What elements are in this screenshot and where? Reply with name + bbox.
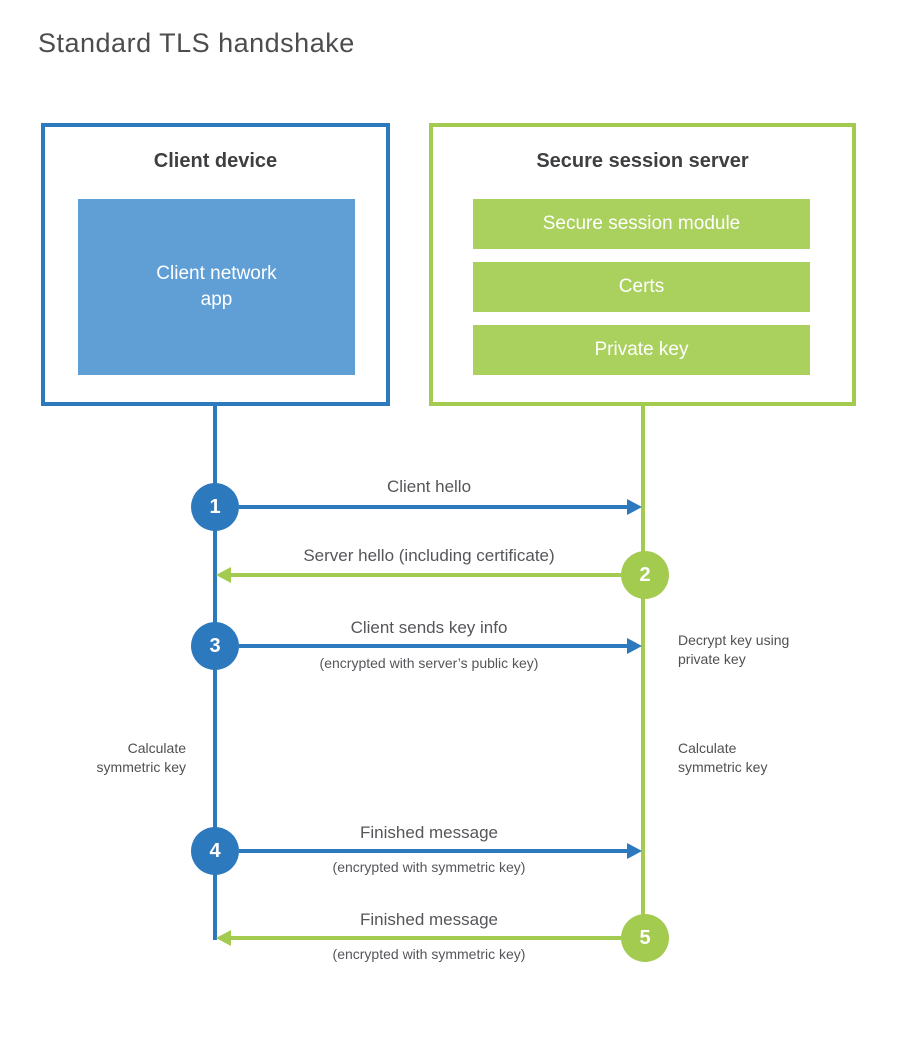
- arrow-line-step-1: [239, 505, 627, 509]
- message-sublabel-encrypted-symmetric-key-4: (encrypted with symmetric key): [332, 859, 526, 875]
- arrow-line-step-2: [231, 573, 621, 577]
- step-number: 4: [209, 839, 221, 862]
- arrow-head-right-icon: [627, 638, 642, 654]
- note-calculate-symmetric-key-client: Calculate symmetric key: [96, 740, 186, 775]
- message-sublabel-encrypted-public-key: (encrypted with server’s public key): [319, 655, 539, 671]
- client-network-app-box: Client network app: [78, 199, 355, 375]
- step-circle-4: 4: [191, 827, 239, 875]
- message-label-server-hello: Server hello (including certificate): [303, 546, 555, 565]
- message-sublabel-encrypted-symmetric-key-5: (encrypted with symmetric key): [332, 946, 526, 962]
- note-decrypt-key: Decrypt key using private key: [678, 632, 790, 667]
- message-label-client-key-info: Client sends key info: [350, 618, 508, 637]
- step-circle-2: 2: [621, 551, 669, 599]
- server-component-label: Certs: [618, 276, 665, 298]
- server-component-secure-session-module: Secure session module: [473, 199, 810, 249]
- message-label-client-hello: Client hello: [386, 477, 472, 496]
- step-number: 1: [209, 495, 221, 518]
- secure-session-server-title: Secure session server: [536, 150, 749, 172]
- server-component-label: Private key: [594, 339, 689, 361]
- step-circle-3: 3: [191, 622, 239, 670]
- message-label-finished-client: Finished message: [360, 823, 498, 842]
- step-number: 3: [209, 634, 221, 657]
- arrow-head-right-icon: [627, 843, 642, 859]
- client-network-app-label: Client network app: [156, 263, 277, 310]
- server-component-label: Secure session module: [542, 213, 741, 235]
- server-component-certs: Certs: [473, 262, 810, 312]
- note-calculate-symmetric-key-server: Calculate symmetric key: [678, 740, 768, 775]
- arrow-head-left-icon: [216, 567, 231, 583]
- arrow-head-left-icon: [216, 930, 231, 946]
- step-circle-1: 1: [191, 483, 239, 531]
- client-device-title: Client device: [153, 150, 278, 172]
- message-label-finished-server: Finished message: [360, 910, 498, 929]
- server-lifeline: [641, 406, 645, 938]
- server-component-private-key: Private key: [473, 325, 810, 375]
- step-number: 2: [639, 563, 651, 586]
- arrow-line-step-5: [231, 936, 621, 940]
- page-title: Standard TLS handshake: [38, 28, 355, 58]
- arrow-line-step-4: [239, 849, 627, 853]
- step-number: 5: [639, 926, 651, 949]
- arrow-line-step-3: [239, 644, 627, 648]
- client-lifeline: [213, 406, 217, 940]
- arrow-head-right-icon: [627, 499, 642, 515]
- step-circle-5: 5: [621, 914, 669, 962]
